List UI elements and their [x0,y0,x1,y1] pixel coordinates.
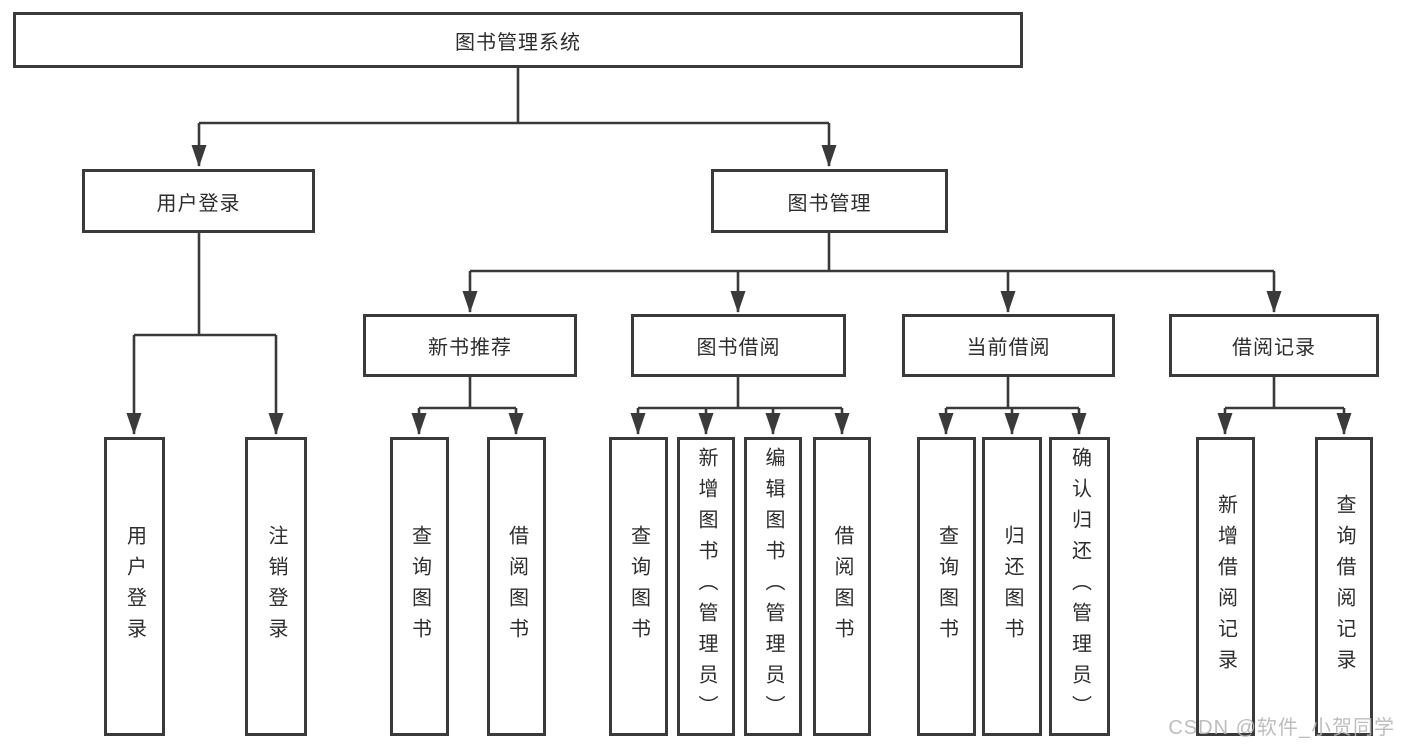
node-borrowing-records-label: 借阅记录 [1232,337,1316,359]
node-user-login-label: 用户登录 [156,192,241,215]
leaf-bb-query-books: 查询图书 [609,437,668,736]
leaf-logout-login-label: 注销登录 [265,524,287,649]
node-current-borrowing-label: 当前借阅 [966,337,1051,359]
leaf-bb-borrow-books-label: 借阅图书 [831,524,853,649]
node-new-book-recommendation-label: 新书推荐 [428,337,512,359]
leaf-cb-confirm-return-admin: 确认归还（管理员） [1049,437,1110,736]
node-new-book-recommendation: 新书推荐 [363,314,577,377]
node-root: 图书管理系统 [13,12,1023,68]
leaf-cb-query-books: 查询图书 [917,437,976,736]
leaf-nbr-borrow-books: 借阅图书 [487,437,546,736]
node-user-login: 用户登录 [82,169,315,233]
leaf-bb-borrow-books: 借阅图书 [813,437,871,736]
node-root-label: 图书管理系统 [455,31,581,54]
node-book-management-label: 图书管理 [787,192,872,215]
node-current-borrowing: 当前借阅 [902,314,1115,377]
leaf-cb-confirm-return-admin-label: 确认归还（管理员） [1068,447,1091,726]
leaf-logout-login: 注销登录 [245,437,307,736]
node-book-management: 图书管理 [711,169,948,233]
leaf-bb-add-book-admin: 新增图书（管理员） [677,437,735,736]
leaf-br-query-borrow-record: 查询借阅记录 [1315,437,1373,736]
leaf-nbr-borrow-books-label: 借阅图书 [505,524,528,649]
node-book-borrowing: 图书借阅 [631,314,846,377]
leaf-nbr-query-books: 查询图书 [390,437,449,736]
leaf-bb-query-books-label: 查询图书 [627,524,650,649]
leaf-nbr-query-books-label: 查询图书 [408,524,431,649]
leaf-bb-edit-book-admin-label: 编辑图书（管理员） [762,447,784,726]
leaf-br-add-borrow-record: 新增借阅记录 [1196,437,1255,736]
node-book-borrowing-label: 图书借阅 [696,337,781,359]
leaf-cb-return-books-label: 归还图书 [1001,524,1023,649]
watermark: CSDN @软件_小贺同学 [1168,717,1395,739]
leaf-user-login-label: 用户登录 [123,524,146,649]
leaf-bb-edit-book-admin: 编辑图书（管理员） [744,437,802,736]
leaf-cb-query-books-label: 查询图书 [935,524,958,649]
leaf-bb-add-book-admin-label: 新增图书（管理员） [695,447,717,726]
leaf-br-add-borrow-record-label: 新增借阅记录 [1214,493,1237,680]
node-borrowing-records: 借阅记录 [1169,314,1379,377]
leaf-cb-return-books: 归还图书 [982,437,1042,736]
leaf-user-login: 用户登录 [104,437,165,736]
leaf-br-query-borrow-record-label: 查询借阅记录 [1333,493,1355,680]
